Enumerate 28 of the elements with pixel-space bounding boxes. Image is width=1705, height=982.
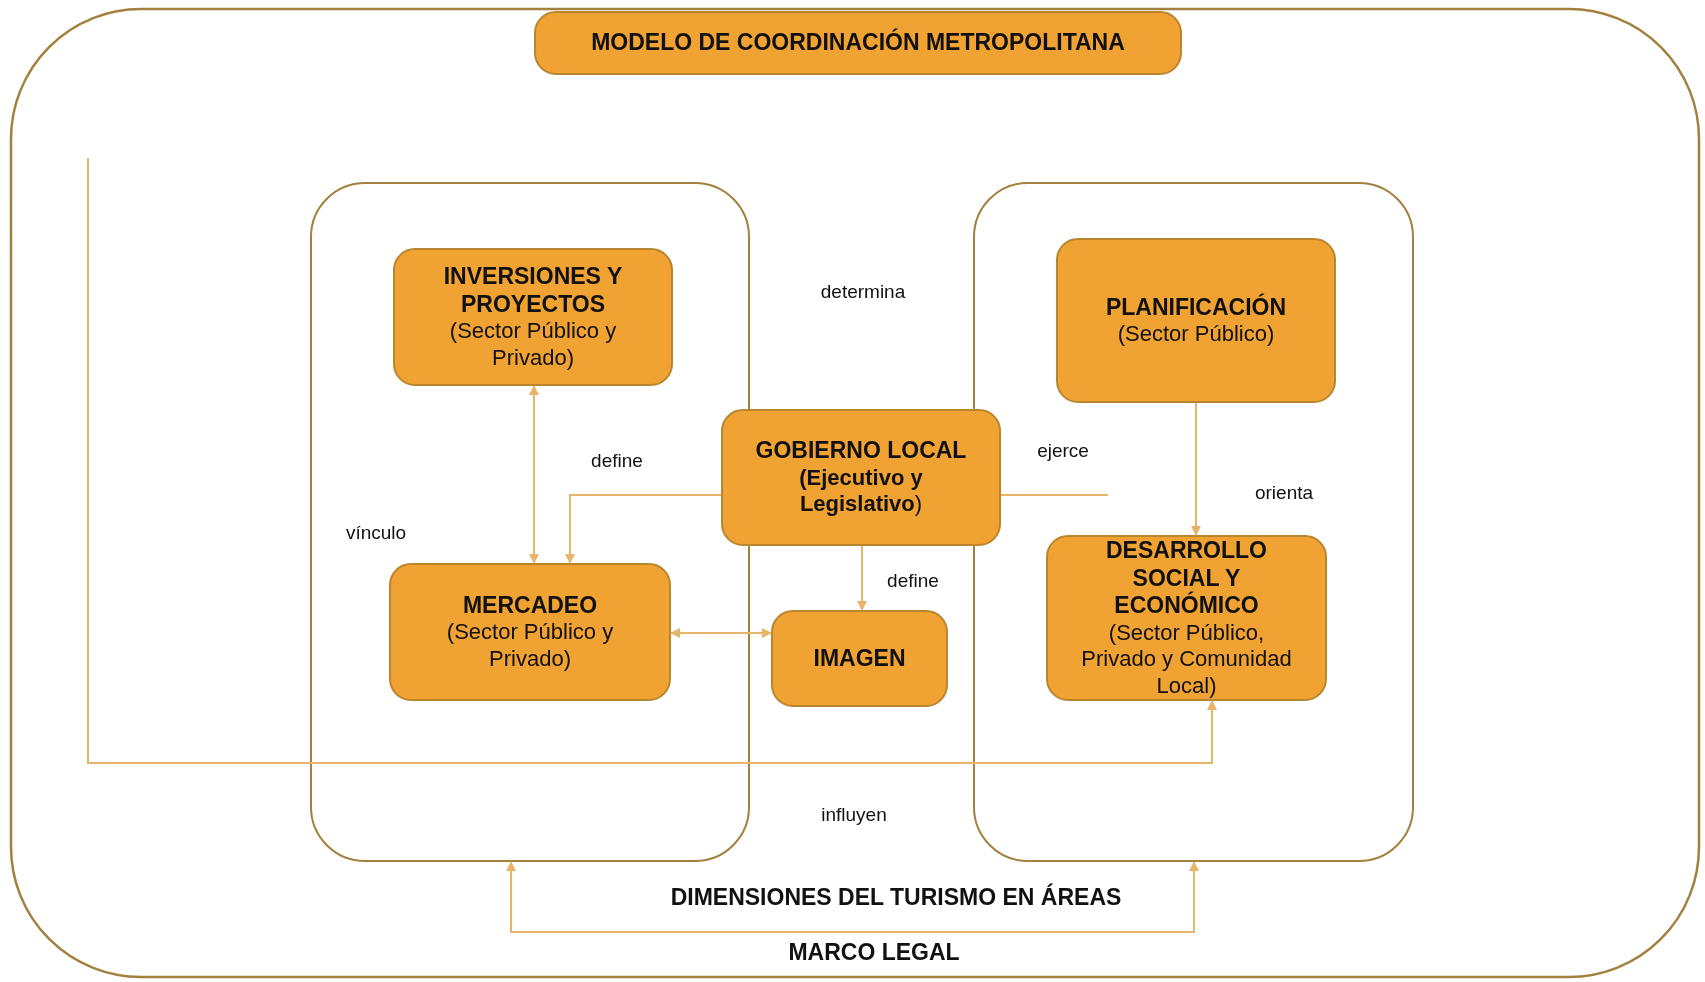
box-subtitle: (Ejecutivo y Legislativo)	[798, 464, 924, 518]
box-heading: INVERSIONES Y PROYECTOS	[442, 263, 624, 319]
box-heading: MERCADEO	[462, 591, 598, 620]
box-heading: MODELO DE COORDINACIÓN METROPOLITANA	[591, 29, 1125, 57]
process-box	[534, 11, 1182, 75]
box-subtitle: (Sector Público y Privado)	[445, 619, 615, 673]
process-box	[393, 248, 673, 386]
arrow	[529, 385, 539, 564]
box-heading: IMAGEN	[813, 644, 906, 673]
arrow	[565, 494, 722, 564]
arrow	[506, 861, 1199, 933]
process-box	[721, 409, 1001, 546]
arrow	[87, 157, 1217, 764]
box-heading: GOBIERNO LOCAL	[755, 437, 967, 465]
group-panel	[310, 182, 750, 862]
process-box	[389, 563, 671, 701]
process-box	[771, 610, 948, 707]
box-subtitle: (Sector Público)	[1117, 321, 1275, 348]
box-heading: DESARROLLO SOCIAL Y ECONÓMICO	[1105, 537, 1268, 620]
arrow	[1191, 402, 1201, 536]
arrow	[670, 628, 772, 638]
arrow	[857, 545, 867, 611]
process-box	[1056, 238, 1336, 403]
box-heading: PLANIFICACIÓN	[1105, 293, 1287, 322]
box-subtitle: (Sector Público y Privado)	[448, 318, 618, 371]
group-panel	[973, 182, 1414, 862]
box-subtitle: (Sector Público, Privado y Comunidad Local)	[1080, 619, 1293, 699]
process-box	[1046, 535, 1327, 701]
